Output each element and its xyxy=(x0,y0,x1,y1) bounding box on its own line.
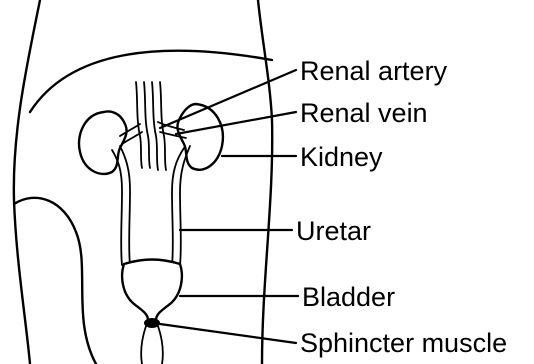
label-uretar: Uretar xyxy=(296,216,371,246)
ureters xyxy=(112,146,190,265)
urethra-right xyxy=(158,326,163,364)
label-renal-vein: Renal vein xyxy=(300,98,428,128)
vena-cava xyxy=(152,82,158,170)
bladder xyxy=(122,260,182,321)
label-kidney: Kidney xyxy=(300,142,383,172)
blood-vessels xyxy=(136,82,166,170)
leader-renal-artery xyxy=(160,70,296,128)
urethra-left xyxy=(141,326,146,364)
label-sphincter-muscle: Sphincter muscle xyxy=(300,328,507,358)
aorta-inner xyxy=(144,82,150,168)
leader-sphincter-muscle xyxy=(160,324,296,343)
label-bladder: Bladder xyxy=(302,282,395,312)
body-right-edge xyxy=(258,0,272,364)
label-renal-artery: Renal artery xyxy=(300,56,448,86)
body-left-edge xyxy=(14,0,40,364)
back-curve xyxy=(30,51,272,112)
